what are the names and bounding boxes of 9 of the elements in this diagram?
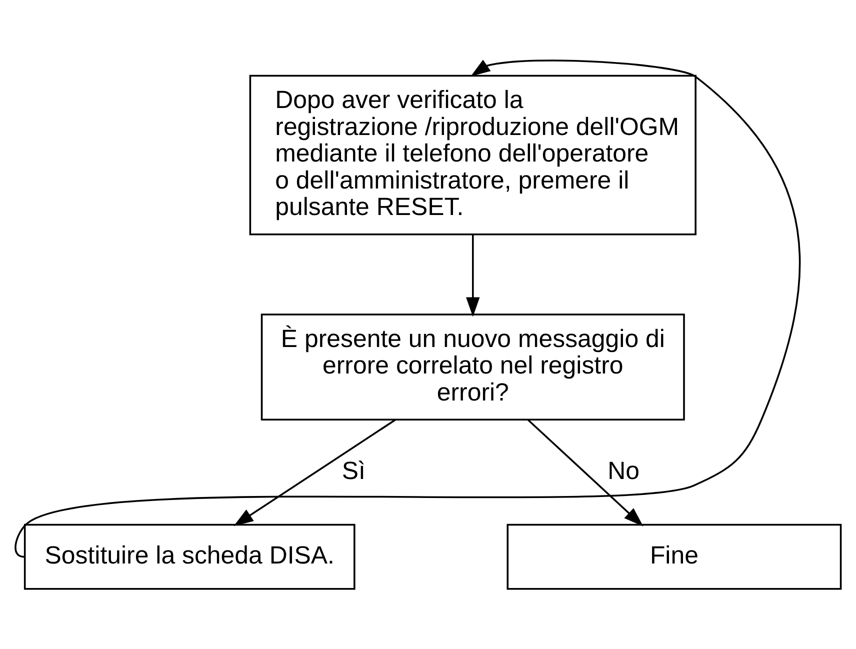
node-box: Sostituire la scheda DISA.: [24, 524, 356, 590]
edge-label: Sì: [342, 456, 366, 485]
arrow: [234, 419, 396, 526]
node-box: È presente un nuovo messaggio di errore correlato nel registro errori?: [260, 314, 685, 421]
arrow: [466, 234, 480, 317]
node-box: Fine: [506, 524, 842, 590]
arrow: [527, 419, 644, 526]
edge-label: No: [608, 456, 640, 485]
node-box: Dopo aver verificato la registrazione /riproduzione dell'OGM mediante il telefono dell'operatore o dell'amministratore, premere il pulsante RESET.: [249, 74, 696, 236]
